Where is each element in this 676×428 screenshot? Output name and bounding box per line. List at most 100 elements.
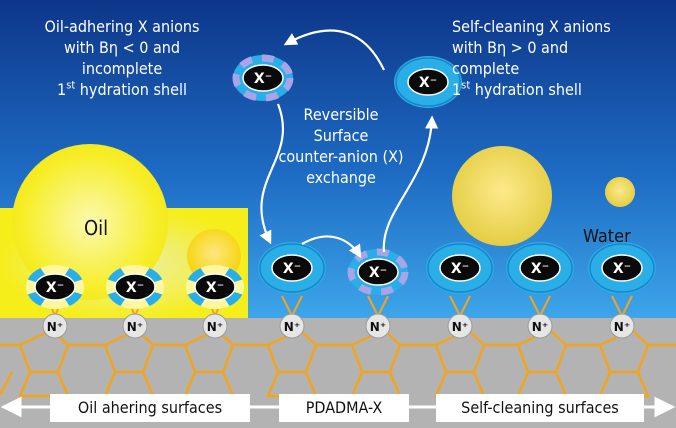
- cation-circle: [122, 313, 148, 339]
- cation-circle: [609, 313, 635, 339]
- cation-circle: [365, 313, 391, 339]
- arrow-bottom: [301, 235, 362, 259]
- left-ordinal-number: 1: [57, 80, 67, 99]
- right-label-line-3: complete: [452, 59, 520, 78]
- cation-symbol: N⁺: [452, 320, 468, 334]
- anion-symbol: X⁻: [531, 261, 549, 277]
- cation-symbol: N⁺: [47, 320, 63, 334]
- tether: [291, 295, 303, 317]
- left-hydration-text: hydration shell: [75, 80, 187, 99]
- cation: N⁺: [42, 313, 68, 339]
- hydration-segment: [225, 267, 243, 283]
- anion-core: [439, 254, 481, 282]
- cation-circle: [42, 313, 68, 339]
- tether: [377, 295, 389, 317]
- oil-adhering-anions-label: Oil-adhering X anions with Bη < 0 and in…: [4, 16, 240, 100]
- cation-circle: [527, 313, 553, 339]
- oil-blob-left: [12, 144, 168, 300]
- self-cleaning-anion: X⁻: [506, 242, 574, 294]
- hydration-segment: [107, 267, 125, 283]
- polymer-chain: [0, 328, 676, 398]
- left-label-line-4: 1st hydration shell: [4, 79, 240, 100]
- tether: [621, 295, 633, 317]
- anion-core: [271, 254, 313, 282]
- oil-adhering-surfaces-label: Oil ahering surfaces: [50, 394, 250, 422]
- oil-label: Oil: [84, 216, 109, 240]
- anion-symbol: X⁻: [283, 261, 301, 277]
- cation: N⁺: [527, 313, 553, 339]
- anion-symbol: X⁻: [613, 261, 631, 277]
- hydration-shell-outline: [395, 57, 461, 107]
- self-cleaning-anion: X⁻: [588, 242, 656, 294]
- cation-symbol: N⁺: [370, 320, 386, 334]
- cation: N⁺: [202, 313, 228, 339]
- polymer-name-label: PDADMA-X: [279, 394, 409, 422]
- oil-adhering-sites: N⁺X⁻N⁺X⁻N⁺X⁻: [26, 265, 244, 339]
- center-label-line-2: Surface: [313, 126, 369, 145]
- tether: [459, 295, 471, 317]
- cation-symbol: N⁺: [127, 320, 143, 334]
- tether: [611, 295, 623, 317]
- left-ordinal-suffix: st: [66, 78, 76, 92]
- center-label-line-3: counter-anion (X): [278, 147, 404, 166]
- cation: N⁺: [122, 313, 148, 339]
- right-label-line-1: Self-cleaning X anions: [452, 17, 611, 36]
- floating-anion-oil-adhering: X⁻: [232, 54, 294, 102]
- cation: N⁺: [609, 313, 635, 339]
- cation-symbol: N⁺: [207, 320, 223, 334]
- water-droplet-small: [605, 177, 635, 207]
- anion-core: [114, 273, 156, 301]
- tether: [539, 295, 551, 317]
- self-cleaning-anions-label: Self-cleaning X anions with Bη > 0 and c…: [452, 16, 672, 100]
- floating-anion-self-cleaning: X⁻: [394, 56, 462, 108]
- anion-core: [34, 273, 76, 301]
- hydration-shell-outline: [427, 243, 493, 293]
- water-droplet-large: [452, 146, 552, 246]
- anion-core: [407, 68, 449, 96]
- hydration-segment: [187, 267, 205, 283]
- hydration-segment: [27, 291, 45, 307]
- arrow-right-up: [382, 115, 439, 253]
- anion-core: [601, 254, 643, 282]
- arrow-top: [283, 29, 385, 71]
- arrow-left-down: [259, 103, 285, 245]
- hydration-segment: [65, 267, 83, 283]
- cation-symbol: N⁺: [532, 320, 548, 334]
- anion-symbol: X⁻: [419, 75, 437, 91]
- anion-core: [242, 64, 284, 92]
- center-label-line-4: exchange: [306, 168, 376, 187]
- cation-circle: [447, 313, 473, 339]
- cation-symbol: N⁺: [284, 320, 300, 334]
- tether: [529, 295, 541, 317]
- self-cleaning-sites: N⁺ X⁻ N⁺ X⁻ N⁺ X⁻ N⁺ X⁻ N⁺ X⁻: [258, 242, 656, 339]
- tether: [367, 295, 379, 317]
- anion-symbol: X⁻: [451, 261, 469, 277]
- self-cleaning-anion: X⁻: [258, 242, 326, 294]
- right-ordinal-number: 1: [452, 80, 462, 99]
- anion-core: [194, 273, 236, 301]
- exchange-label: Reversible Surface counter-anion (X) exc…: [246, 104, 436, 188]
- left-label-line-1: Oil-adhering X anions: [44, 17, 200, 36]
- hydration-shell-mixed: [347, 248, 409, 296]
- anion-core: [357, 258, 399, 286]
- hydration-segment: [27, 267, 45, 283]
- left-label-line-2: with Bη < 0 and: [63, 38, 181, 57]
- hydration-shell-mixed: [232, 54, 294, 102]
- anion-symbol: X⁻: [126, 280, 144, 296]
- tether: [281, 295, 293, 317]
- hydration-segment: [107, 291, 125, 307]
- anion-core: [519, 254, 561, 282]
- oil-adhering-anion: X⁻: [106, 265, 164, 309]
- center-label-line-1: Reversible: [303, 105, 379, 124]
- anion-symbol: X⁻: [206, 280, 224, 296]
- hydration-segment: [65, 291, 83, 307]
- hydration-shell-outline: [259, 243, 325, 293]
- exchanging-anion: X⁻: [347, 248, 409, 296]
- anion-symbol: X⁻: [254, 71, 272, 87]
- hydration-shell-outline: [589, 243, 655, 293]
- cation-symbol: N⁺: [614, 320, 630, 334]
- right-label-line-2: with Bη > 0 and: [452, 38, 569, 57]
- exchange-arrows: [259, 29, 439, 259]
- cation-circle: [202, 313, 228, 339]
